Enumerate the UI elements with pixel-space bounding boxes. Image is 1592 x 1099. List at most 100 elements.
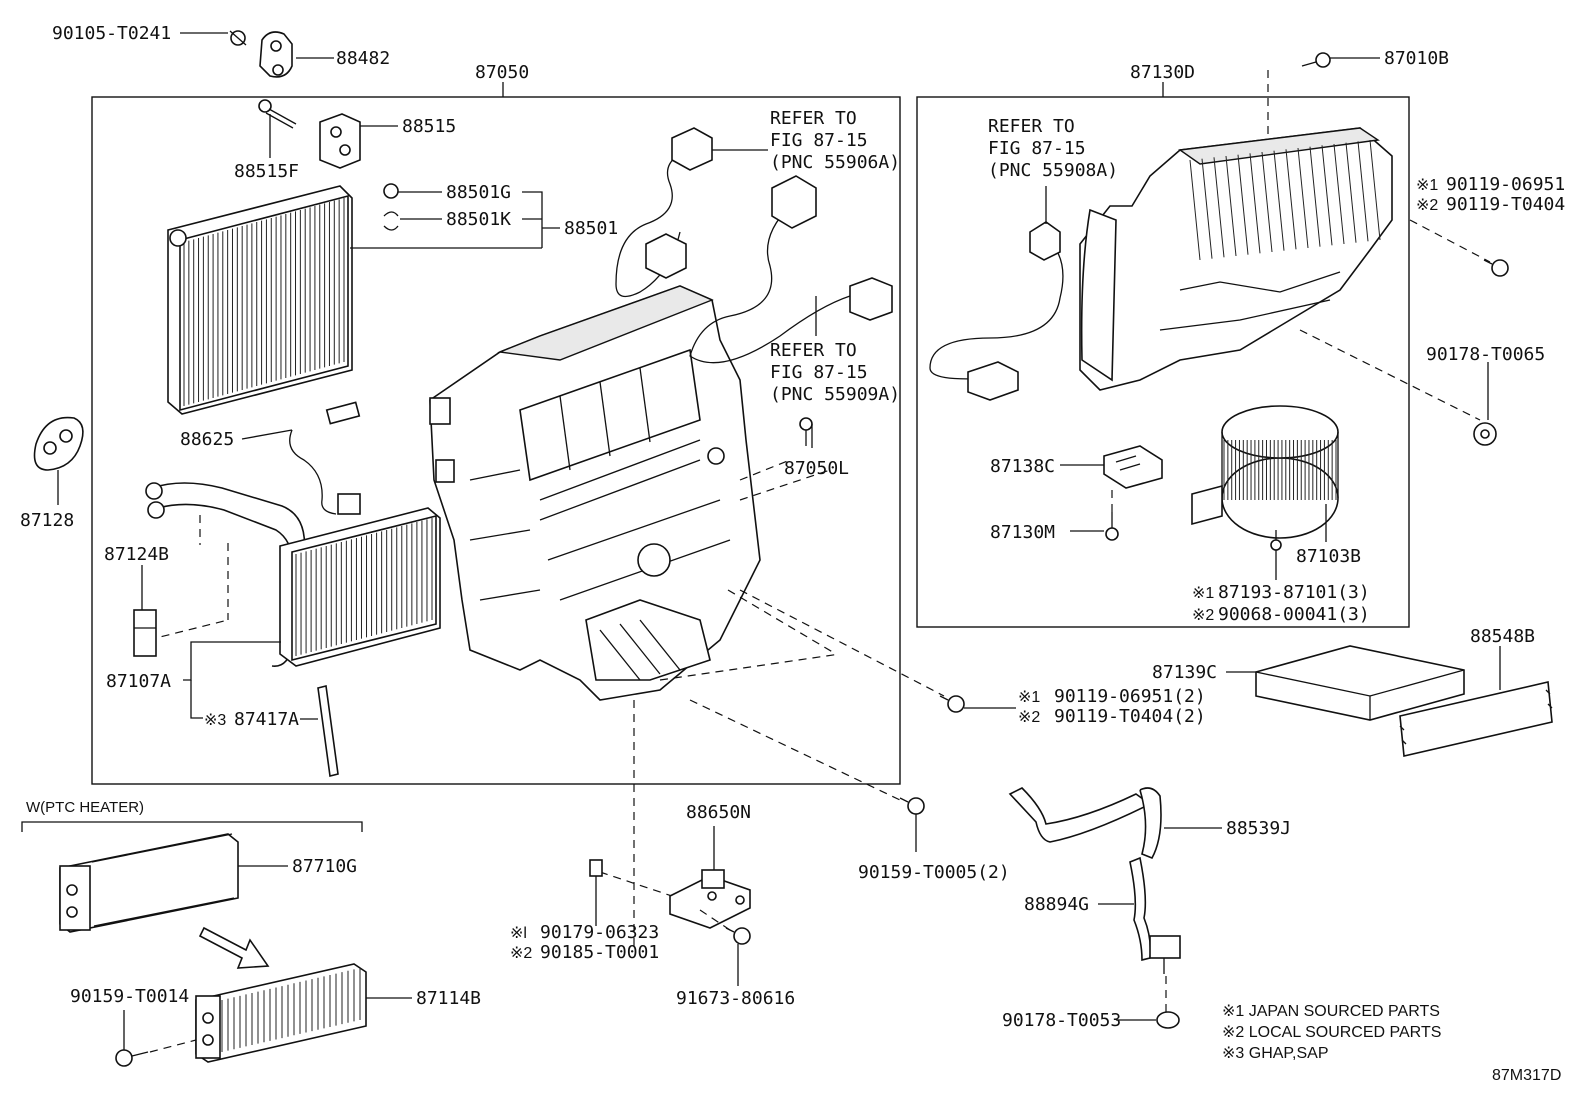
part-87010B: 87010B [1384,48,1449,69]
arrow-icon [198,926,270,969]
damper-servo-wire-icon [615,127,713,298]
part-88482: 88482 [336,48,390,69]
long-bolt-icon [258,99,297,129]
legend-2: ※2 LOCAL SOURCED PARTS [1222,1024,1441,1041]
part-90178-T0065: 90178-T0065 [1426,344,1545,365]
sensor-harness-icon [1129,856,1181,974]
drain-hose-icon [1008,787,1162,860]
part-90119-T0404: 90119-T0404 [1446,194,1565,215]
part-87710G: 87710G [292,856,357,877]
hvac-unit-housing-icon [429,285,761,701]
mark-2-90119-2: ※2 [1018,709,1040,726]
part-87103B: 87103B [1296,546,1361,567]
unit-group-label: 87050 [475,62,529,83]
part-87193-87101: 87193-87101(3) [1218,582,1370,603]
part-88625: 88625 [180,429,234,450]
blower-housing-icon [1079,127,1393,391]
thermistor-sensor-icon [289,401,361,515]
mark-1-90119: ※1 [1416,177,1438,194]
part-87107A: 87107A [106,671,171,692]
part-88894G: 88894G [1024,894,1089,915]
mark-1-87193: ※1 [1192,585,1214,602]
screw-90159-T0005-icon [899,797,925,815]
blower-group-label: 87130D [1130,62,1195,83]
part-87417A: 87417A [234,709,299,730]
ref1-line2: FIG 87-15 [770,130,868,151]
heater-core-icon [279,507,441,667]
part-88501K: 88501K [446,209,511,230]
part-87128: 87128 [20,510,74,531]
ref3-line3: (PNC 55908A) [988,160,1118,181]
screw-87130M-icon [1105,512,1119,541]
part-90119-T0404-2: 90119-T0404(2) [1054,706,1206,727]
part-88501: 88501 [564,218,618,239]
part-90178-T0053: 90178-T0053 [1002,1010,1121,1031]
part-90068-00041: 90068-00041(3) [1218,604,1370,625]
part-90185-T0001: 90185-T0001 [540,942,659,963]
screw-icon [799,417,813,446]
part-90119-06951: 90119-06951 [1446,174,1565,195]
filter-cover-icon [1399,681,1553,757]
mark-1-90119-2: ※1 [1018,689,1040,706]
part-88650N: 88650N [686,802,751,823]
part-90119-06951-2: 90119-06951(2) [1054,686,1206,707]
sensor-bracket-icon [669,869,751,929]
ref2-line2: FIG 87-15 [770,362,868,383]
part-88515: 88515 [402,116,456,137]
nut-90178-icon [1473,422,1497,446]
air-filter-icon [1255,645,1465,721]
part-88548B: 88548B [1470,626,1535,647]
ref1-line1: REFER TO [770,108,857,129]
legend-3: ※3 GHAP,SAP [1222,1045,1329,1062]
o-ring-icon [383,183,399,231]
ref1-line3: (PNC 55906A) [770,152,900,173]
expansion-valve-icon [319,113,361,169]
grommet-icon [33,416,84,471]
clip-90179-icon [589,859,603,877]
resistor-icon [1103,445,1163,489]
legend-1: ※1 JAPAN SOURCED PARTS [1222,1003,1440,1020]
part-90179-06323: 90179-06323 [540,922,659,943]
screw-90119-2-icon [939,695,965,713]
ptc-heater-icon [59,833,239,933]
bolt-icon [229,30,247,46]
evaporator-core-icon [167,185,353,415]
bolt-87010B-icon [1301,52,1331,68]
part-87130M: 87130M [990,522,1055,543]
mark-2-90119: ※2 [1416,197,1438,214]
screw-90159-T0014-icon [115,1049,149,1067]
mark-1-90179: ※l [510,925,527,942]
screw-90119-icon [1483,259,1509,277]
unit-group-box [91,96,901,785]
part-91673-80616: 91673-80616 [676,988,795,1009]
ref3-line1: REFER TO [988,116,1075,137]
ref2-line1: REFER TO [770,340,857,361]
mark-2-90185: ※2 [510,945,532,962]
mark-2-90068: ※2 [1192,607,1214,624]
part-87050L: 87050L [784,458,849,479]
part-88515F: 88515F [234,161,299,182]
mark-3-87417A: ※3 [204,712,226,729]
part-90159-T0005: 90159-T0005(2) [858,862,1010,883]
part-87114B: 87114B [416,988,481,1009]
ptc-heater-title: W(PTC HEATER) [26,799,144,816]
ptc-heater-grid-icon [195,963,367,1063]
seal-strip-icon [317,685,339,777]
ref3-line2: FIG 87-15 [988,138,1086,159]
damper-servo-wire-icon-2 [689,175,893,364]
ref2-line3: (PNC 55909A) [770,384,900,405]
blower-motor-icon [1191,405,1339,539]
nut-90178-T0053-icon [1156,1011,1180,1029]
blower-wire-icon [929,221,1064,401]
part-87124B: 87124B [104,544,169,565]
part-90159-T0014: 90159-T0014 [70,986,189,1007]
diagram-code: 87M317D [1492,1067,1561,1084]
part-87139C: 87139C [1152,662,1217,683]
part-88539J: 88539J [1226,818,1291,839]
part-90105-T0241: 90105-T0241 [52,23,171,44]
part-87138C: 87138C [990,456,1055,477]
clamp-bracket-icon [133,609,157,657]
part-88501G: 88501G [446,182,511,203]
block-flange-icon [259,31,293,78]
